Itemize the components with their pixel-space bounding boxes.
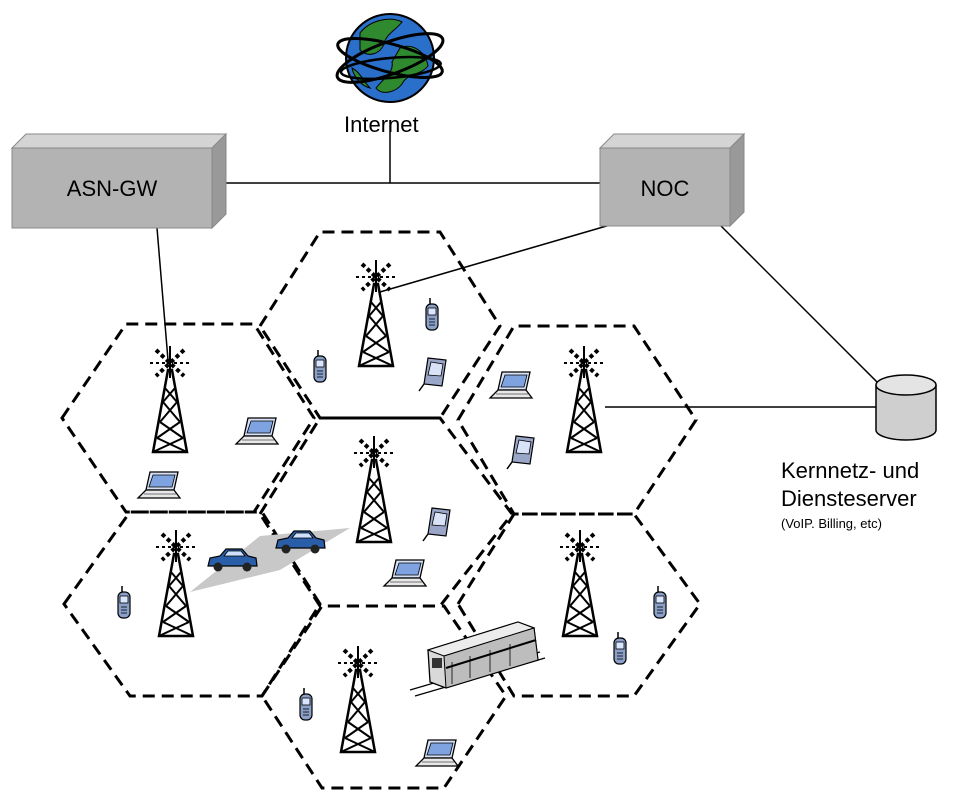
phone-icon — [299, 687, 313, 721]
tower-center-icon — [352, 434, 396, 544]
internet-label: Internet — [344, 112, 419, 137]
tower-lower-right-icon — [558, 528, 602, 638]
phone-icon — [313, 349, 327, 383]
cell-lower-left — [62, 510, 322, 698]
tower-upper-right-icon — [562, 344, 606, 454]
globe-icon — [335, 13, 445, 103]
backbone-links — [156, 120, 881, 408]
phone-icon — [653, 585, 667, 619]
cell-center — [258, 416, 514, 608]
laptop-icon — [235, 417, 279, 445]
noc-box — [598, 132, 746, 228]
server-label-line1: Kernnetz- und — [781, 458, 920, 483]
laptop-icon — [383, 559, 427, 587]
tower-lower-left-icon — [154, 528, 198, 638]
noc-label: NOC — [640, 176, 690, 201]
phone-icon — [425, 297, 439, 331]
laptop-icon — [137, 471, 181, 499]
cell-bottom — [260, 604, 508, 790]
pda-icon — [506, 435, 535, 470]
phone-icon — [613, 631, 627, 665]
server-label-line2: Diensteserver — [781, 486, 917, 511]
asn-gw-box — [10, 132, 228, 230]
tower-top-icon — [354, 258, 398, 368]
cell-grid — [60, 230, 702, 790]
phone-icon — [117, 585, 131, 619]
tower-bottom-icon — [336, 644, 380, 754]
train-icon — [426, 621, 539, 689]
cell-lower-right — [456, 512, 702, 698]
cell-top — [258, 230, 502, 420]
laptop-icon — [415, 739, 459, 767]
tower-upper-left-icon — [148, 344, 192, 454]
server-note: (VoIP. Billing, etc) — [781, 516, 882, 531]
asn-gw-label: ASN-GW — [66, 176, 158, 201]
cell-upper-left — [60, 322, 316, 514]
database-icon — [875, 374, 937, 441]
laptop-icon — [489, 371, 533, 399]
pda-icon — [422, 507, 451, 542]
pda-icon — [418, 357, 447, 392]
